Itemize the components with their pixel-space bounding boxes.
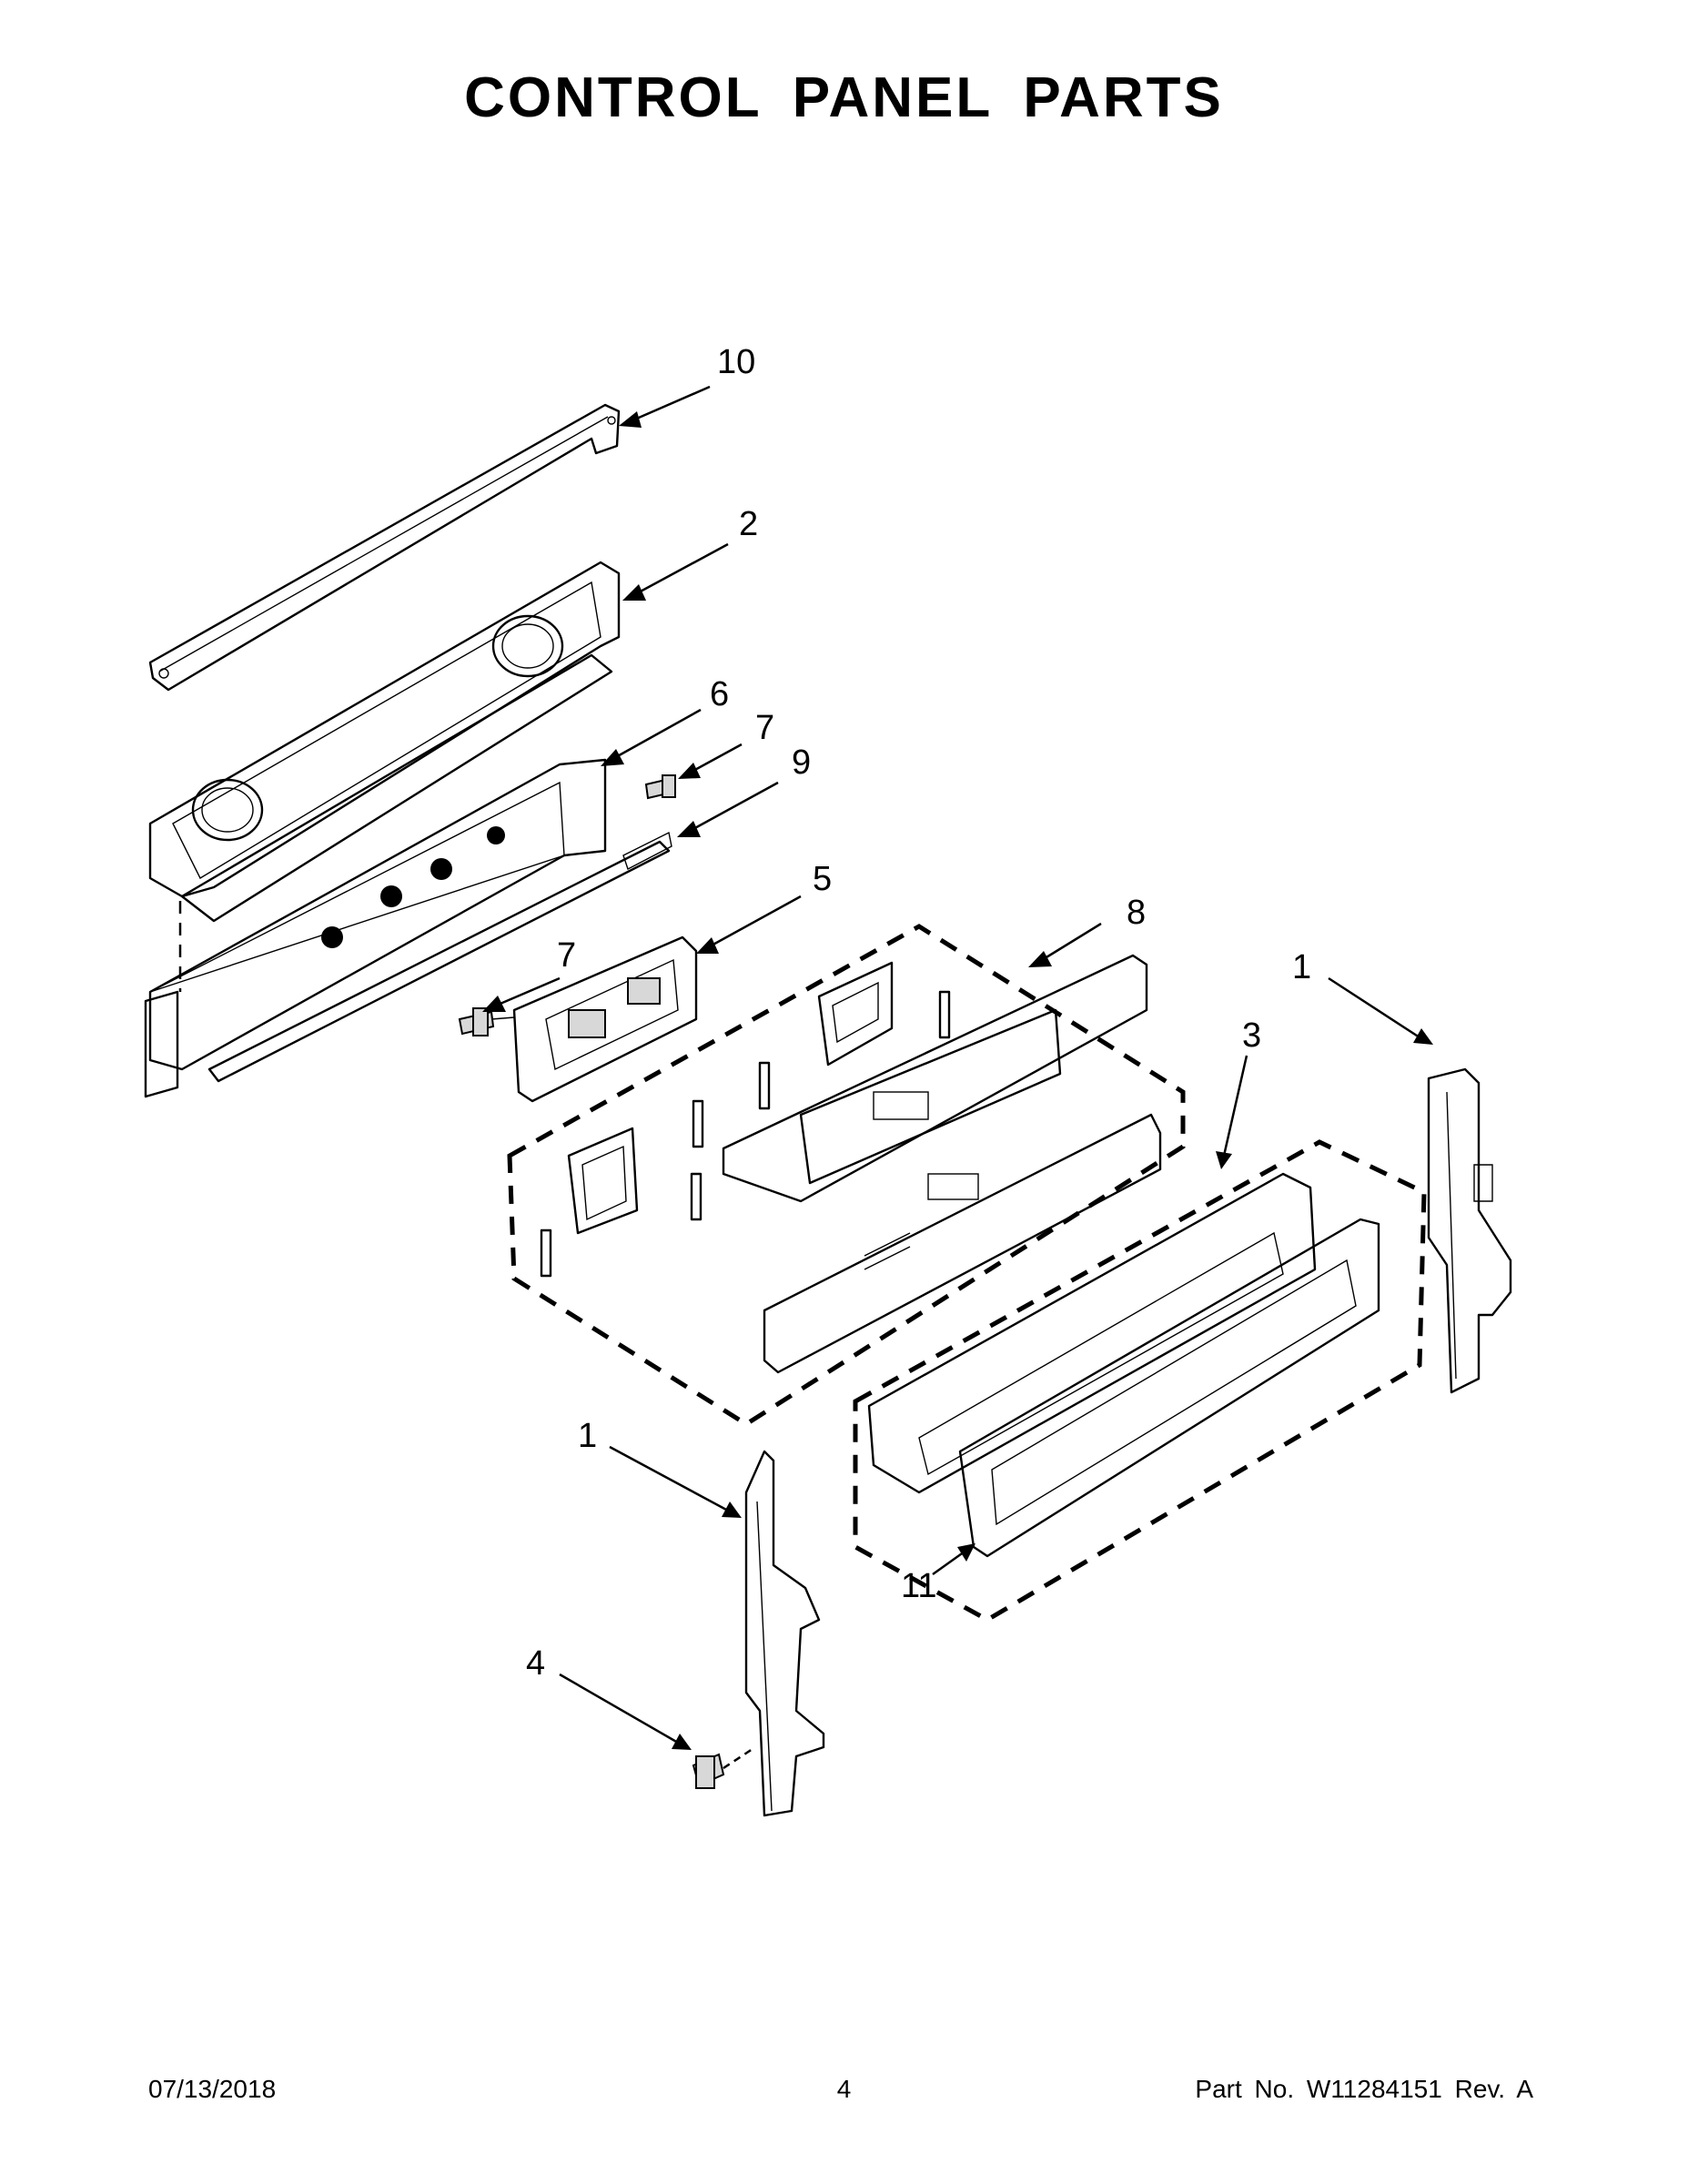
callout-5: 5 — [813, 860, 832, 898]
part-4-screw — [692, 1745, 756, 1789]
callout-11: 11 — [901, 1567, 936, 1605]
callout-1-right: 1 — [1292, 948, 1311, 986]
callout-7-lower: 7 — [557, 936, 576, 975]
part-5-control-board — [512, 935, 698, 1103]
part-7-screw-lower — [458, 1007, 515, 1036]
leader-lines — [482, 385, 1433, 1750]
callout-10: 10 — [717, 343, 755, 381]
page-title: CONTROL PANEL PARTS — [464, 66, 1224, 129]
part-7-screw-upper — [644, 774, 677, 800]
footer-part-number: Part No. W11284151 Rev. A — [1195, 2075, 1533, 2103]
part-6-front-support — [144, 758, 607, 1098]
callout-labels: 10 2 6 7 9 5 7 8 1 3 1 11 4 — [526, 343, 1311, 1683]
callout-6: 6 — [710, 675, 729, 713]
part-2-panel-frame — [148, 561, 621, 923]
callout-1-lower: 1 — [578, 1417, 597, 1455]
part-1-side-bracket-lower — [744, 1450, 825, 1817]
callout-2: 2 — [739, 505, 758, 543]
callout-4: 4 — [526, 1644, 545, 1683]
part-9-trim-strip — [207, 831, 672, 1083]
part-8-console-assembly — [507, 924, 1186, 1427]
callout-3: 3 — [1242, 1016, 1261, 1055]
callout-7-upper: 7 — [755, 709, 774, 747]
part-3-trim-frame — [853, 1139, 1427, 1623]
footer-page-number: 4 — [836, 2075, 852, 2103]
footer-date: 07/13/2018 — [148, 2075, 277, 2103]
part-10-rear-bracket — [148, 403, 621, 692]
callout-9: 9 — [792, 743, 811, 782]
callout-8: 8 — [1127, 894, 1146, 932]
part-1-side-bracket-right — [1427, 1067, 1512, 1394]
